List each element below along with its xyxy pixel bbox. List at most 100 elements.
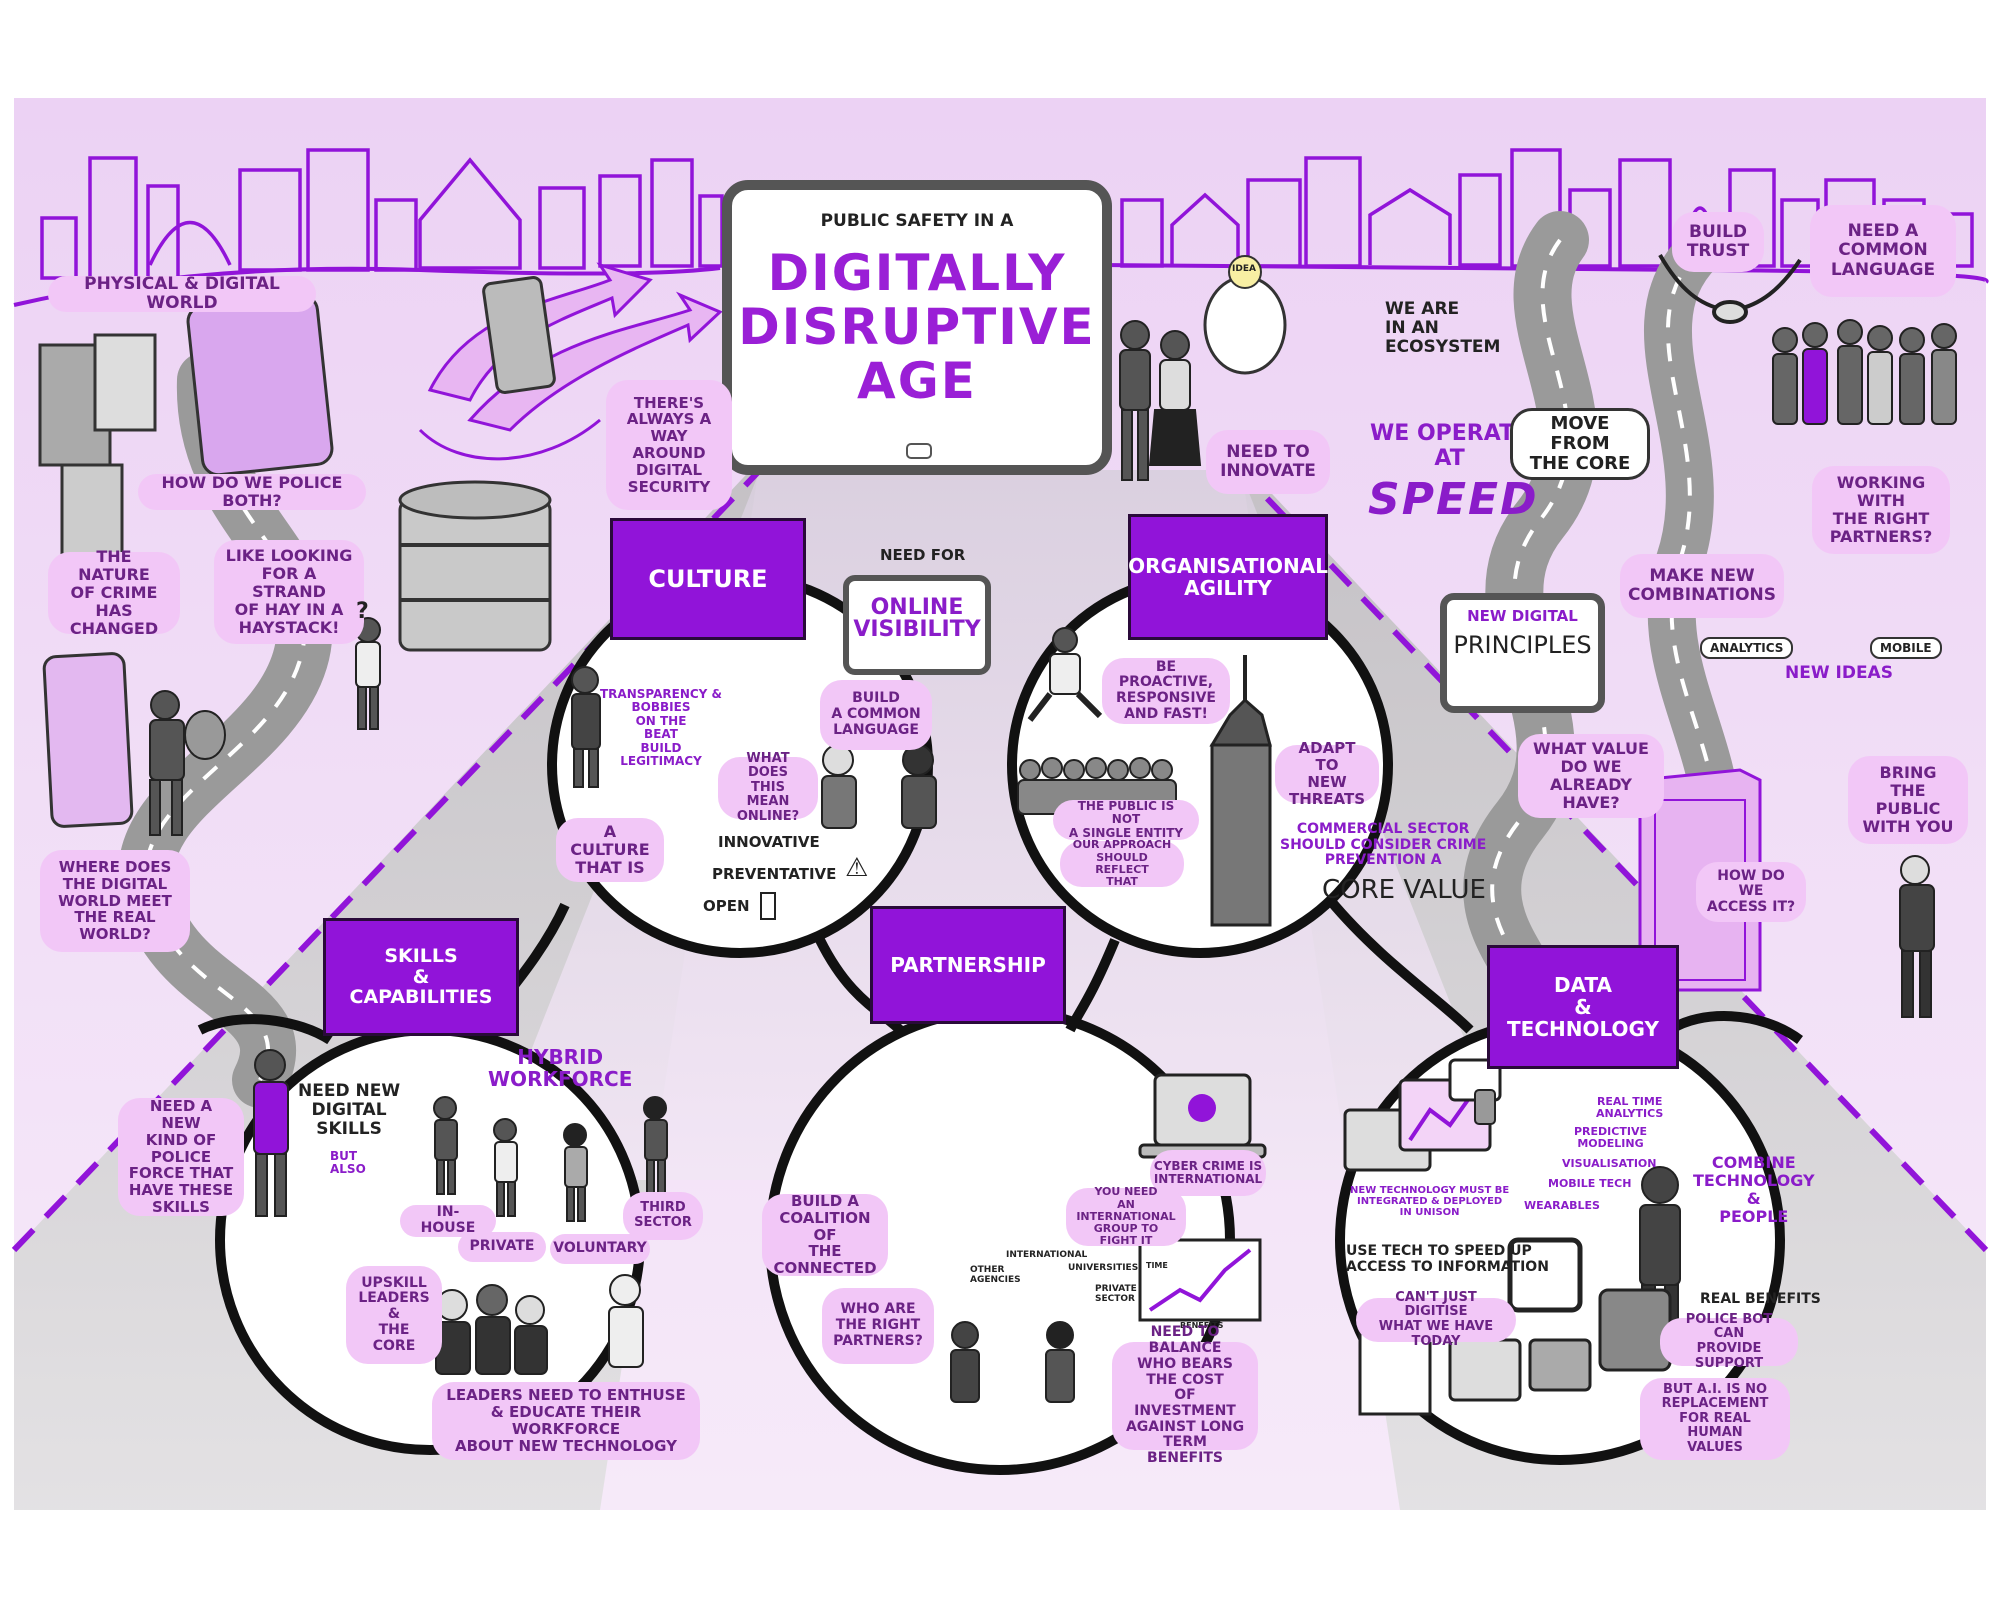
door-icon xyxy=(760,892,776,920)
bubble-common-language-top: NEED A COMMON LANGUAGE xyxy=(1810,205,1956,297)
bubble-new-combinations: MAKE NEW COMBINATIONS xyxy=(1620,554,1784,618)
warning-icon: ⚠ xyxy=(845,853,869,883)
right-dashed-diagonal xyxy=(1237,467,1989,1253)
idea-label: IDEA xyxy=(1232,264,1256,274)
bubble-international-group: YOU NEED AN INTERNATIONAL GROUP TO FIGHT… xyxy=(1066,1186,1186,1247)
universities-label: UNIVERSITIES xyxy=(1068,1263,1139,1273)
laptop-skull xyxy=(1138,1073,1267,1159)
ecosystem-label: WE ARE IN AN ECOSYSTEM xyxy=(1385,299,1501,358)
real-benefits-text: REAL BENEFITS xyxy=(1700,1291,1821,1307)
bubble-nature-crime: THE NATURE OF CRIME HAS CHANGED xyxy=(48,548,180,637)
bubble-culture-is: A CULTURE THAT IS xyxy=(556,818,664,882)
question-mark: ? xyxy=(356,599,369,624)
skyscraper xyxy=(1209,655,1272,927)
transparency-text: TRANSPARENCY & BOBBIES ON THE BEAT BUILD… xyxy=(600,687,722,769)
bubble-upskill: UPSKILL LEADERS & THE CORE xyxy=(346,1266,442,1364)
left-devices xyxy=(42,276,556,828)
principles-label: PRINCIPLES xyxy=(1453,631,1592,659)
visualisation-label: VISUALISATION xyxy=(1562,1157,1657,1170)
bubble-cant-digitise: CAN'T JUST DIGITISE WHAT WE HAVE TODAY xyxy=(1356,1290,1516,1348)
bubble-haystack: LIKE LOOKING FOR A STRAND OF HAY IN A HA… xyxy=(214,540,364,644)
bubble-new-kind: NEED A NEW KIND OF POLICE FORCE THAT HAV… xyxy=(118,1098,244,1216)
bubble-right-partners-top: WORKING WITH THE RIGHT PARTNERS? xyxy=(1812,466,1950,554)
title-tablet: PUBLIC SAFETY IN A DIGITALLY DISRUPTIVE … xyxy=(722,180,1112,475)
bubble-need-innovate: NEED TO INNOVATE xyxy=(1206,430,1330,494)
combine-text: COMBINE TECHNOLOGY & PEOPLE xyxy=(1693,1153,1815,1226)
bubble-ai: BUT A.I. IS NO REPLACEMENT FOR REAL HUMA… xyxy=(1640,1378,1790,1460)
title-pretitle: PUBLIC SAFETY IN A xyxy=(820,211,1014,231)
way-around-arrows xyxy=(418,262,723,461)
idea-head xyxy=(1203,255,1287,375)
bubble-build-trust: BUILD TRUST xyxy=(1672,212,1764,272)
title-line-2: DISRUPTIVE xyxy=(738,298,1096,356)
bubble-right-partners: WHO ARE THE RIGHT PARTNERS? xyxy=(822,1288,934,1364)
open-label: OPEN xyxy=(703,897,750,915)
time-label: TIME xyxy=(1146,1261,1168,1270)
bubble-leaders: LEADERS NEED TO ENTHUSE & EDUCATE THEIR … xyxy=(432,1382,700,1460)
people-figures xyxy=(149,319,1957,1403)
benefits-label: BENEFITS xyxy=(1180,1321,1224,1330)
bubble-build-common: BUILD A COMMON LANGUAGE xyxy=(820,680,932,750)
need-for-label: NEED FOR xyxy=(880,546,966,564)
bubble-what-online: WHAT DOES THIS MEAN ONLINE? xyxy=(718,751,818,824)
haystack-illustration xyxy=(398,480,552,652)
international-label: INTERNATIONAL xyxy=(1006,1250,1088,1260)
data-sign: DATA & TECHNOLOGY xyxy=(1487,945,1679,1069)
bubble-public-not-single: THE PUBLIC IS NOT A SINGLE ENTITY xyxy=(1053,799,1199,840)
data-devices xyxy=(1343,1058,1672,1416)
speed-up-text: USE TECH TO SPEED UP ACCESS TO INFORMATI… xyxy=(1346,1243,1549,1275)
mobile-tech-label: MOBILE TECH xyxy=(1548,1177,1632,1190)
bubble-adapt: ADAPT TO NEW THREATS xyxy=(1275,740,1379,807)
bubble-police-both: HOW DO WE POLICE BOTH? xyxy=(138,474,366,510)
bubble-access-it: HOW DO WE ACCESS IT? xyxy=(1696,862,1806,922)
bubble-balance: NEED TO BALANCE WHO BEARS THE COST OF IN… xyxy=(1112,1325,1258,1466)
online-visibility-tablet: ONLINE VISIBILITY xyxy=(843,575,991,675)
home-button-icon xyxy=(906,443,932,459)
other-agencies-label: OTHER AGENCIES xyxy=(970,1265,1021,1286)
real-time-label: REAL TIME ANALYTICS xyxy=(1596,1095,1664,1121)
online-visibility-text: ONLINE VISIBILITY xyxy=(853,595,981,642)
private-sector-label: PRIVATE SECTOR xyxy=(1095,1284,1137,1305)
title-line-1: DIGITALLY xyxy=(767,244,1067,302)
bubble-third-sector: THIRD SECTOR xyxy=(623,1192,703,1240)
core-value-text: CORE VALUE xyxy=(1322,875,1486,905)
new-digital-skills-text: NEED NEW DIGITAL SKILLS xyxy=(298,1081,401,1140)
analytics-tag: ANALYTICS xyxy=(1700,637,1794,659)
principles-tablet: NEW DIGITAL PRINCIPLES xyxy=(1440,593,1605,713)
operate-speed-text: WE OPERATE AT xyxy=(1370,421,1530,471)
but-also-text: BUT ALSO xyxy=(330,1149,366,1177)
bubble-cyber: CYBER CRIME IS INTERNATIONAL xyxy=(1150,1150,1266,1196)
bubble-digital-meet: WHERE DOES THE DIGITAL WORLD MEET THE RE… xyxy=(40,850,190,952)
skills-sign: SKILLS & CAPABILITIES xyxy=(323,918,519,1036)
innovative-label: INNOVATIVE xyxy=(718,833,820,851)
wearables-label: WEARABLES xyxy=(1524,1199,1600,1212)
bubble-coalition: BUILD A COALITION OF THE CONNECTED xyxy=(762,1193,888,1277)
speed-text: SPEED xyxy=(1368,474,1539,525)
new-ideas-label: NEW IDEAS xyxy=(1785,663,1893,683)
partnership-sign: PARTNERSHIP xyxy=(870,906,1066,1024)
bubble-in-house: IN-HOUSE xyxy=(400,1204,496,1237)
benefit-graph xyxy=(1138,1238,1262,1322)
bubble-voluntary: VOLUNTARY xyxy=(550,1234,650,1264)
new-digital-label: NEW DIGITAL xyxy=(1467,607,1578,625)
bubble-bot: POLICE BOT CAN PROVIDE SUPPORT xyxy=(1660,1312,1798,1370)
bubble-bring-public: BRING THE PUBLIC WITH YOU xyxy=(1848,756,1968,844)
preventative-label: PREVENTATIVE xyxy=(712,865,837,883)
predictive-label: PREDICTIVE MODELING xyxy=(1574,1125,1647,1151)
bubble-approach: OUR APPROACH SHOULD REFLECT THAT xyxy=(1060,839,1184,888)
agility-sign: ORGANISATIONAL AGILITY xyxy=(1128,514,1328,640)
title-line-3: AGE xyxy=(857,352,977,410)
bubble-private: PRIVATE xyxy=(458,1232,546,1262)
commercial-text: COMMERCIAL SECTOR SHOULD CONSIDER CRIME … xyxy=(1280,821,1487,869)
bubble-move-core: MOVE FROM THE CORE xyxy=(1510,408,1650,480)
bubble-what-value: WHAT VALUE DO WE ALREADY HAVE? xyxy=(1518,734,1664,818)
bubble-physical-digital: PHYSICAL & DIGITAL WORLD xyxy=(48,274,316,313)
mobile-tag: MOBILE xyxy=(1870,637,1942,659)
bubble-way-around: THERE'S ALWAYS A WAY AROUND DIGITAL SECU… xyxy=(606,380,732,510)
bubble-proactive: BE PROACTIVE, RESPONSIVE AND FAST! xyxy=(1102,658,1230,724)
circle-connectors xyxy=(197,896,1803,1045)
culture-sign: CULTURE xyxy=(610,518,806,640)
integrated-text: NEW TECHNOLOGY MUST BE INTEGRATED & DEPL… xyxy=(1350,1185,1510,1219)
hybrid-text: HYBRID WORKFORCE xyxy=(488,1045,633,1092)
